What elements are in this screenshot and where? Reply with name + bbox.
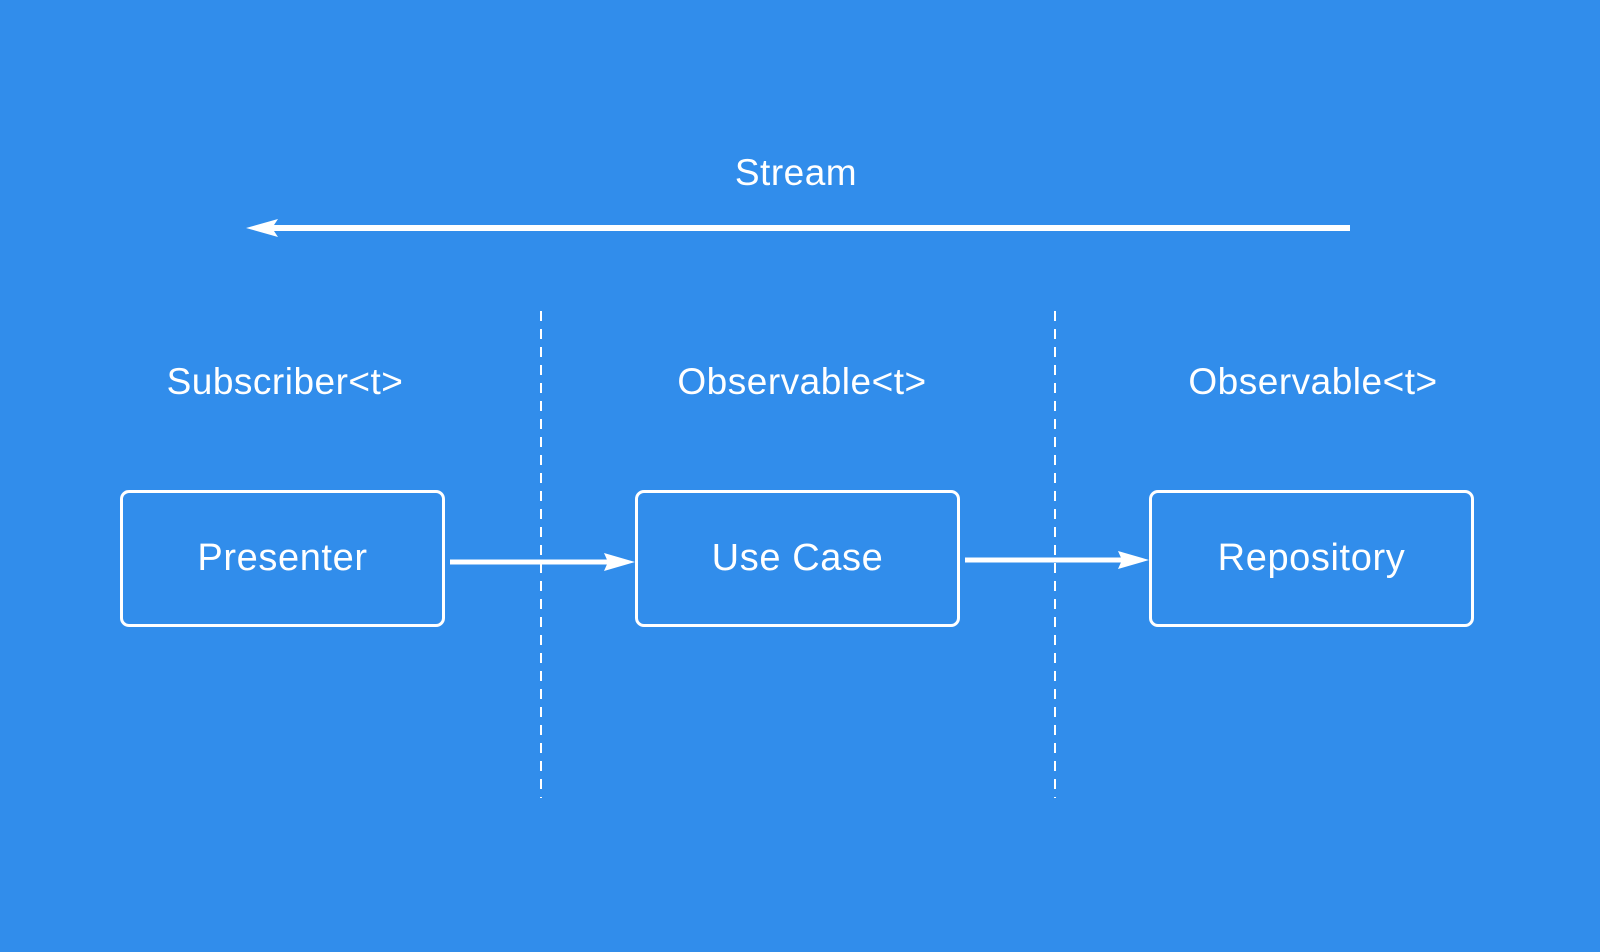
repository-box: Repository: [1149, 490, 1474, 627]
arrow-usecase-to-repository-head: [1118, 551, 1149, 569]
presenter-label: Presenter: [197, 537, 368, 579]
presenter-type-label: Subscriber<t>: [166, 361, 404, 402]
usecase-type-label: Observable<t>: [677, 361, 927, 402]
repository-type-label: Observable<t>: [1188, 361, 1438, 402]
stream-label: Stream: [734, 152, 858, 193]
stream-arrow-head: [246, 219, 278, 237]
repository-label: Repository: [1217, 537, 1406, 579]
presenter-box: Presenter: [120, 490, 445, 627]
arrow-presenter-to-usecase-head: [604, 553, 635, 571]
usecase-label: Use Case: [711, 537, 884, 579]
usecase-box: Use Case: [635, 490, 960, 627]
